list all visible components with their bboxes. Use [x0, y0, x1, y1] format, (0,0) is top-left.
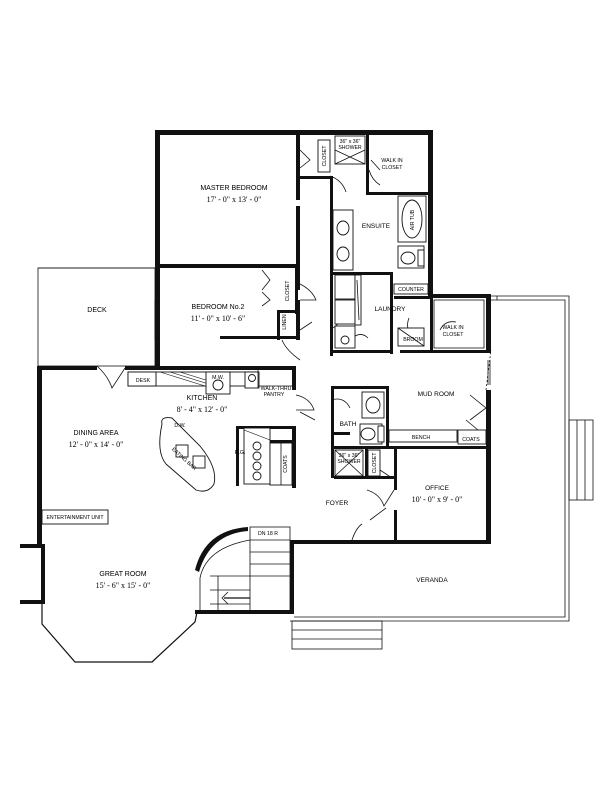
- office-size: 10' - 0" x 9' - 0": [412, 495, 463, 504]
- kitchen-fixtures: [127, 370, 293, 492]
- foyer-name: FOYER: [326, 500, 349, 507]
- ensuite-name: ENSUITE: [362, 223, 391, 230]
- dw-label: D.W.: [174, 423, 185, 429]
- walk-in-closet-mud-line2: CLOSET: [443, 332, 465, 338]
- air-tub-label: AIR TUB: [410, 209, 416, 230]
- coats-label-mud: COATS: [462, 437, 480, 443]
- coats-label-kitchen: COATS: [283, 455, 289, 473]
- laundry-fixtures: [334, 274, 429, 349]
- veranda-structure: [290, 295, 594, 650]
- counter-label: COUNTER: [398, 287, 424, 293]
- mw-label: M.W.: [212, 375, 224, 381]
- pantry-line1: WALK-THRU: [261, 386, 292, 392]
- exterior-walls: [20, 130, 491, 663]
- rg-label: R.G.: [235, 450, 246, 456]
- dining-area-name: DINING AREA: [73, 430, 118, 437]
- ensuite-fixtures: [317, 135, 427, 271]
- mud-bath-fixtures: [300, 299, 491, 543]
- deck-rail: [38, 267, 156, 340]
- linen-label: LINEN: [282, 314, 288, 330]
- interior-walls: [220, 130, 491, 542]
- shower-bath-line2: SHOWER: [337, 459, 361, 465]
- closet-label-bedroom2: CLOSET: [285, 280, 291, 302]
- kitchen-size: 8' - 4" x 12' - 0": [177, 405, 228, 414]
- walk-in-closet-master-line1: WALK IN: [381, 158, 402, 164]
- veranda-name: VERANDA: [416, 577, 448, 584]
- office-name: OFFICE: [425, 485, 449, 492]
- shower-master-line2: SHOWER: [338, 145, 362, 151]
- desk-label: DESK: [136, 378, 151, 384]
- entertainment-unit-label: ENTERTAINMENT UNIT: [46, 515, 104, 521]
- bedroom2-size: 11' - 0" x 10' - 6": [191, 314, 245, 323]
- shower-master-line1: 36" x 36": [340, 139, 361, 145]
- deck-name: DECK: [87, 307, 107, 314]
- master-bedroom-size: 17' - 0" x 13' - 0": [207, 195, 262, 204]
- room-labels: MASTER BEDROOM 17' - 0" x 13' - 0" ENSUI…: [69, 158, 465, 590]
- door-swings: [96, 149, 492, 541]
- shower-bath-line1: 36" x 36": [339, 453, 360, 459]
- dining-area-size: 12' - 0" x 14' - 0": [69, 440, 124, 449]
- great-room-size: 15' - 6" x 15' - 0": [96, 581, 151, 590]
- stairs: [195, 526, 291, 614]
- laundry-name: LAUNDRY: [375, 306, 407, 313]
- walk-in-closet-master-line2: CLOSET: [382, 165, 404, 171]
- bench-label: BENCH: [412, 435, 430, 441]
- mud-room-name: MUD ROOM: [418, 391, 455, 398]
- closet-label-master: CLOSET: [322, 145, 328, 167]
- broom-label: BROOM: [403, 337, 423, 343]
- kitchen-name: KITCHEN: [187, 395, 218, 402]
- stairs-dn-label: DN 18 R: [258, 531, 278, 537]
- master-bedroom-name: MASTER BEDROOM: [200, 185, 267, 192]
- entertainment-unit-box: [41, 371, 157, 525]
- walk-in-closet-mud-line1: WALK IN: [442, 325, 463, 331]
- closet-label-bath: CLOSET: [372, 452, 378, 474]
- bath-name: BATH: [340, 421, 357, 428]
- pantry-line2: PANTRY: [264, 392, 285, 398]
- great-room-name: GREAT ROOM: [99, 571, 146, 578]
- bedroom2-name: BEDROOM No.2: [192, 304, 245, 311]
